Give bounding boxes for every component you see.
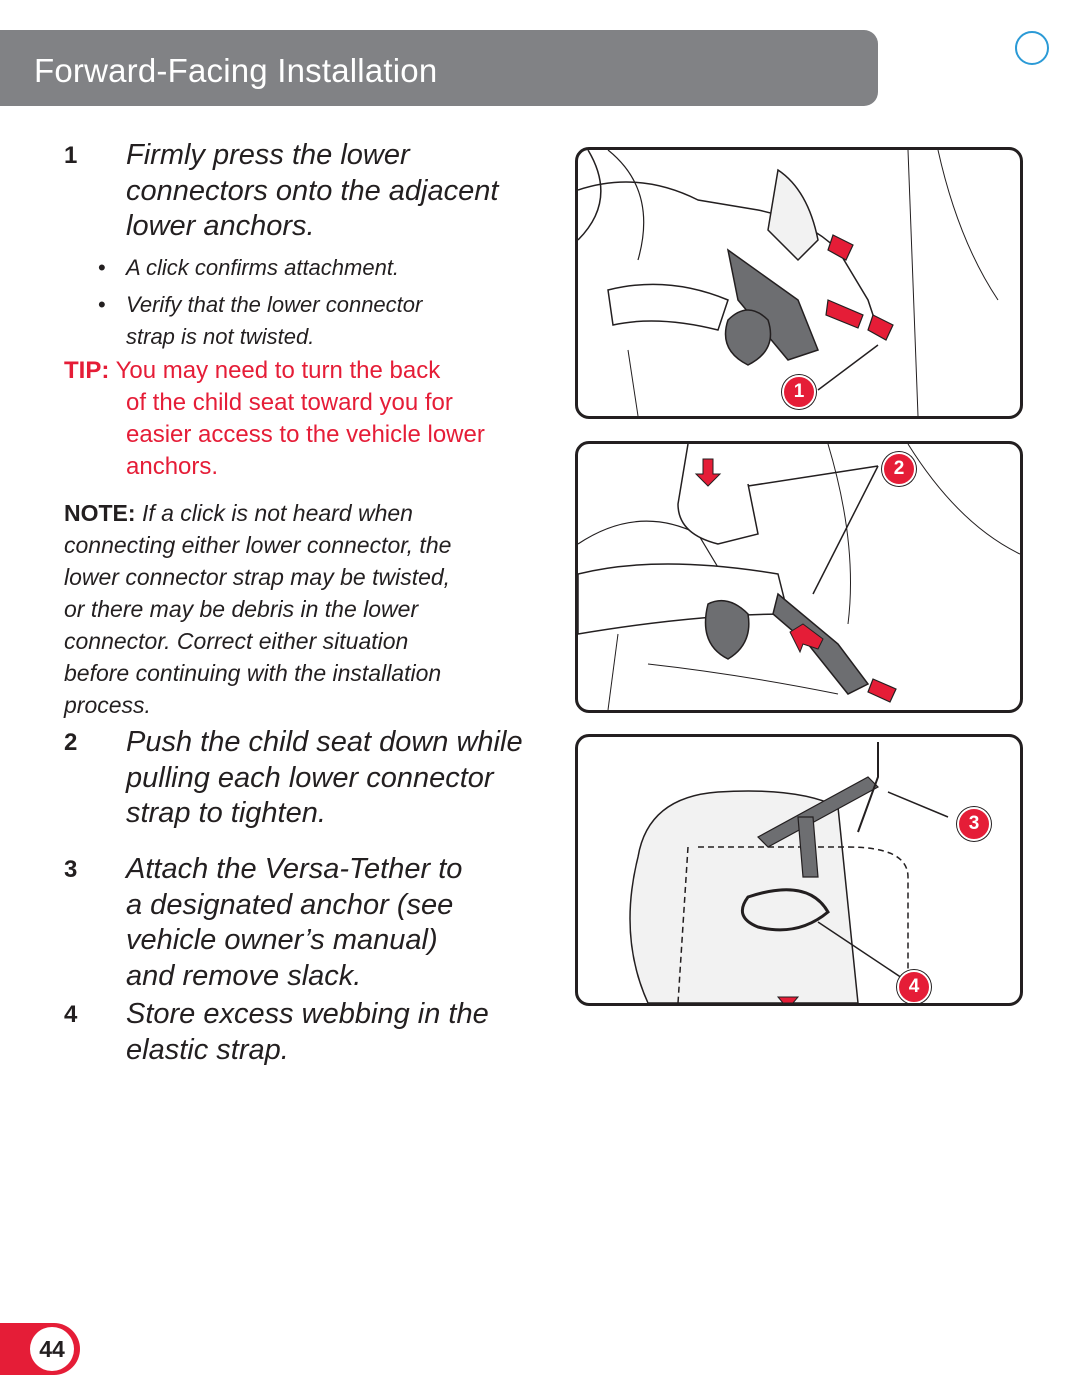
tip-text: anchors. bbox=[126, 453, 219, 480]
bullet-text: strap is not twisted. bbox=[126, 324, 315, 349]
callout-badge: 4 bbox=[897, 970, 931, 1003]
section-title: Forward-Facing Installation bbox=[34, 52, 438, 89]
step-text-line: strap to tighten. bbox=[126, 797, 326, 829]
step-text-line: a designated anchor (see bbox=[126, 888, 454, 921]
tip-text: of the child seat toward you for bbox=[126, 389, 453, 416]
bullet-dot-icon: • bbox=[98, 255, 106, 280]
tip-box: TIP: You may need to turn the back of th… bbox=[64, 355, 485, 483]
step-text-line: elastic strap. bbox=[126, 1033, 289, 1066]
figure-lower-connector-press: 1 bbox=[575, 147, 1023, 419]
illustration-hand-pressing-connector bbox=[578, 150, 999, 416]
note-text: before continuing with the installation bbox=[64, 660, 442, 686]
note-text: connecting either lower connector, the bbox=[64, 532, 452, 558]
step-number: 1 bbox=[64, 142, 78, 169]
step-text-line: Store excess webbing in the bbox=[126, 998, 489, 1030]
step-text-line: Firmly press the lower bbox=[126, 139, 410, 171]
step-text-line: lower anchors. bbox=[126, 210, 315, 242]
note-text: lower connector strap may be twisted, bbox=[64, 564, 451, 590]
bullet-text: A click confirms attachment. bbox=[126, 255, 400, 280]
note-text: or there may be debris in the lower bbox=[64, 596, 419, 622]
illustration-seat-back-tether bbox=[629, 742, 949, 1003]
callout-badge: 1 bbox=[782, 375, 816, 409]
step-text-line: pulling each lower connector bbox=[126, 761, 494, 794]
step-text-line: and remove slack. bbox=[126, 959, 362, 992]
note-text: connector. Correct either situation bbox=[64, 628, 409, 654]
note-text: process. bbox=[64, 692, 151, 718]
illustration-push-and-pull-strap bbox=[578, 444, 1020, 710]
callout-badge: 3 bbox=[957, 807, 991, 841]
step-text-line: connectors onto the adjacent bbox=[126, 174, 499, 207]
note-label: NOTE: bbox=[64, 500, 136, 526]
bullet-text: Verify that the lower connector bbox=[126, 292, 423, 317]
page-number: 44 bbox=[30, 1327, 74, 1371]
tip-text: You may need to turn the back bbox=[109, 357, 441, 384]
tip-label: TIP: bbox=[64, 357, 110, 384]
step-text-line: Attach the Versa-Tether to bbox=[126, 853, 463, 885]
step-number: 2 bbox=[64, 729, 78, 756]
note-box: NOTE: If a click is not heard when conne… bbox=[64, 497, 451, 721]
section-header-bar bbox=[0, 30, 878, 106]
circle-icon bbox=[1015, 31, 1049, 65]
step-text-line: Push the child seat down while bbox=[126, 726, 523, 758]
figure-push-seat-tighten: 2 bbox=[575, 441, 1023, 713]
note-text: If a click is not heard when bbox=[135, 500, 413, 526]
bullet-dot-icon: • bbox=[98, 292, 106, 317]
figure-tether-and-storage: 3 4 bbox=[575, 734, 1023, 1006]
tip-text: easier access to the vehicle lower bbox=[126, 421, 485, 448]
step-number: 4 bbox=[64, 1001, 78, 1028]
callout-badge: 2 bbox=[882, 452, 916, 486]
step-text-line: vehicle owner’s manual) bbox=[126, 924, 438, 956]
step-number: 3 bbox=[64, 856, 78, 883]
